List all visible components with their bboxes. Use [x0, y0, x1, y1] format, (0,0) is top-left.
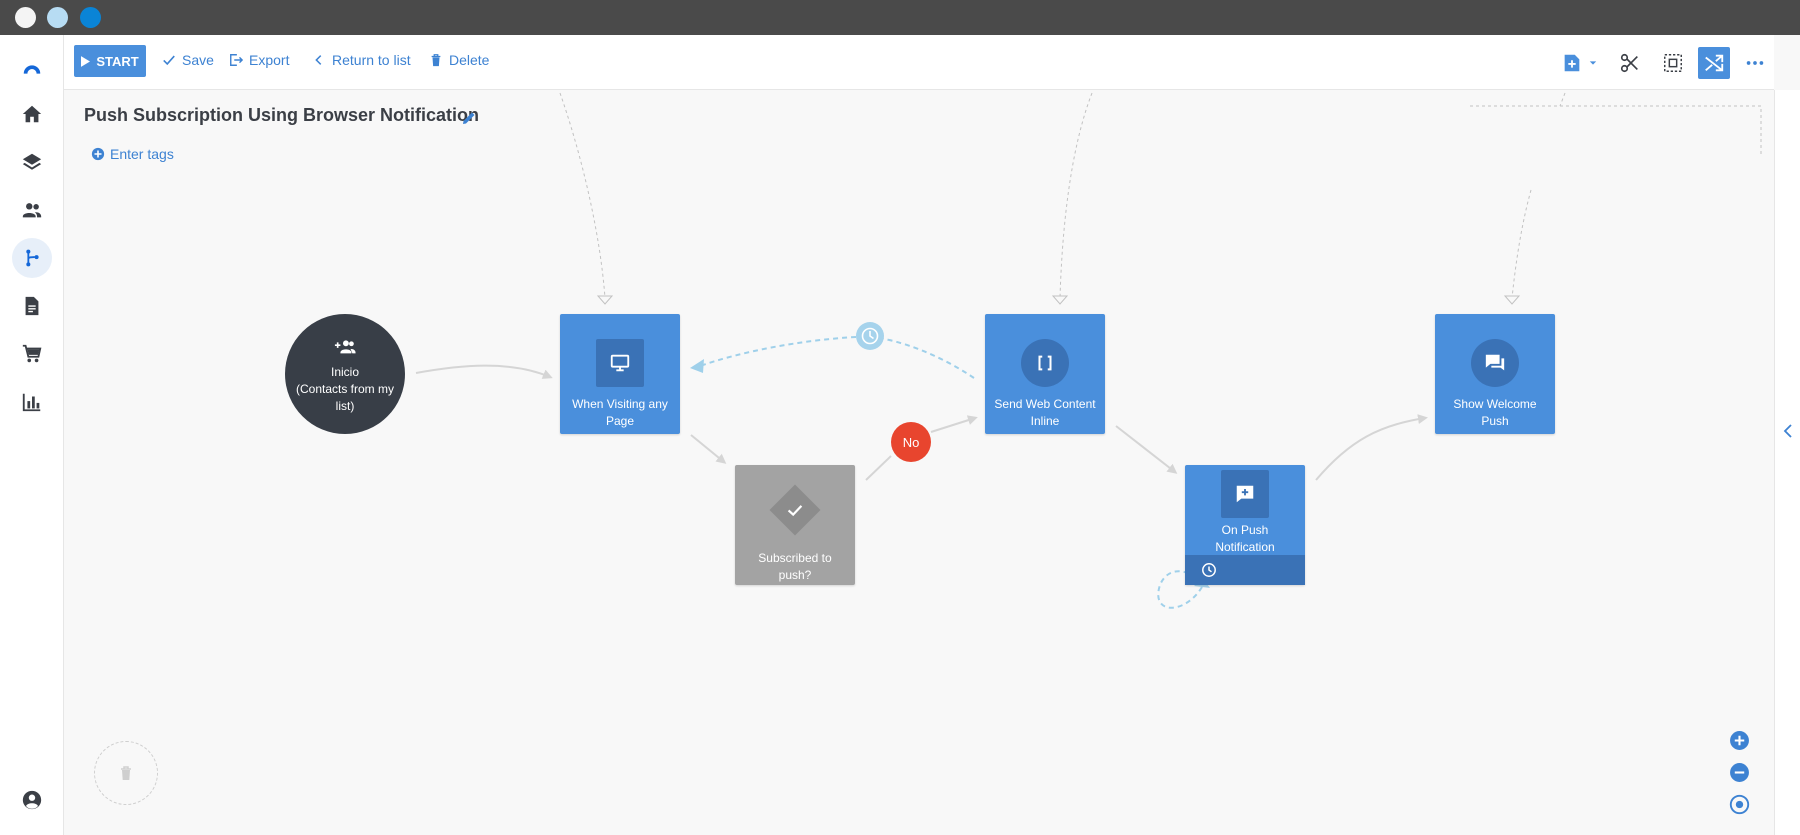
add-document-icon: [1564, 54, 1580, 72]
window-maximize-button[interactable]: [80, 7, 101, 28]
expand-panel-chevron-icon[interactable]: [1782, 423, 1794, 439]
clock-icon: [1202, 563, 1216, 577]
sidebar: [0, 35, 64, 835]
scissors-icon: [1620, 53, 1638, 73]
contacts-icon[interactable]: [12, 190, 52, 230]
enter-tags-label: Enter tags: [110, 146, 174, 162]
reports-chart-icon[interactable]: [12, 382, 52, 422]
action-icon-bg: [1021, 339, 1069, 387]
monitor-icon: [610, 354, 630, 372]
more-options-button[interactable]: [1739, 47, 1771, 79]
edit-title-pencil-icon[interactable]: [461, 110, 477, 126]
node-label: Subscribed to push?: [758, 551, 832, 582]
page-title: Push Subscription Using Browser Notifica…: [84, 105, 480, 125]
trash-icon: [121, 766, 131, 780]
more-horizontal-icon: [1746, 61, 1764, 65]
add-circle-icon: [91, 147, 105, 161]
home-icon[interactable]: [12, 94, 52, 134]
caret-down-icon: [1589, 61, 1597, 65]
check-icon: [163, 55, 175, 66]
cart-icon[interactable]: [12, 334, 52, 374]
right-panel-collapsed: [1774, 90, 1800, 835]
cut-button[interactable]: [1614, 47, 1646, 79]
add-note-dropdown[interactable]: [1586, 47, 1600, 79]
brand-logo-icon[interactable]: [12, 49, 52, 89]
auto-arrange-button[interactable]: [1698, 47, 1730, 79]
chat-icon: [1485, 354, 1505, 371]
export-button[interactable]: Export: [229, 52, 289, 68]
delete-drop-zone[interactable]: [94, 741, 158, 805]
action-icon-bg: [1471, 339, 1519, 387]
zoom-in-icon[interactable]: [1729, 730, 1750, 751]
select-area-button[interactable]: [1657, 47, 1689, 79]
check-icon: [787, 505, 803, 517]
start-button-label: START: [96, 53, 139, 69]
toolbar: START Save Export Return to list Delete: [64, 35, 1774, 90]
user-account-icon[interactable]: [12, 780, 52, 820]
condition-node-subscribed[interactable]: Subscribed to push?: [735, 465, 855, 585]
trigger-node-push-subscribed[interactable]: On Push Notification Subscribed: [1185, 465, 1305, 585]
export-button-label: Export: [249, 52, 290, 68]
save-button[interactable]: Save: [162, 52, 214, 68]
center-view-icon[interactable]: [1729, 794, 1750, 815]
window-titlebar: [0, 0, 1800, 35]
trigger-icon-bg: [596, 339, 644, 387]
flow-start-node[interactable]: Inicio (Contacts from my list): [285, 314, 405, 434]
select-area-icon: [1664, 54, 1682, 72]
node-label: Show Welcome Push: [1453, 397, 1537, 428]
action-node-web-content[interactable]: Send Web Content Inline: [985, 314, 1105, 434]
no-branch-badge[interactable]: No: [891, 422, 931, 462]
trash-icon: [431, 54, 441, 67]
enter-tags-button[interactable]: Enter tags: [91, 146, 174, 162]
document-icon[interactable]: [12, 286, 52, 326]
brackets-icon: [1038, 355, 1052, 371]
add-note-button[interactable]: [1557, 47, 1587, 79]
node-label: When Visiting any Page: [572, 397, 668, 428]
automation-flow-icon[interactable]: [12, 238, 52, 278]
layers-icon[interactable]: [12, 142, 52, 182]
return-to-list-label: Return to list: [332, 52, 411, 68]
message-plus-icon: [1236, 485, 1254, 503]
delete-button[interactable]: Delete: [429, 52, 489, 68]
save-button-label: Save: [182, 52, 214, 68]
shuffle-icon: [1705, 54, 1724, 72]
node-label: Send Web Content Inline: [994, 397, 1096, 428]
play-icon: [81, 55, 91, 67]
return-to-list-button[interactable]: Return to list: [312, 52, 411, 68]
chevron-left-icon: [315, 55, 322, 65]
trigger-icon-bg: [1221, 470, 1269, 518]
window-close-button[interactable]: [15, 7, 36, 28]
action-node-welcome-push[interactable]: Show Welcome Push: [1435, 314, 1555, 434]
start-button[interactable]: START: [74, 45, 146, 77]
add-contacts-icon: [334, 340, 356, 354]
zoom-out-icon[interactable]: [1729, 762, 1750, 783]
delete-button-label: Delete: [449, 52, 490, 68]
trigger-node-visit-page[interactable]: When Visiting any Page: [560, 314, 680, 434]
wait-strip[interactable]: [1185, 555, 1305, 585]
window-minimize-button[interactable]: [47, 7, 68, 28]
export-icon: [230, 54, 243, 66]
flow-start-label: Inicio (Contacts from my list): [295, 365, 394, 413]
